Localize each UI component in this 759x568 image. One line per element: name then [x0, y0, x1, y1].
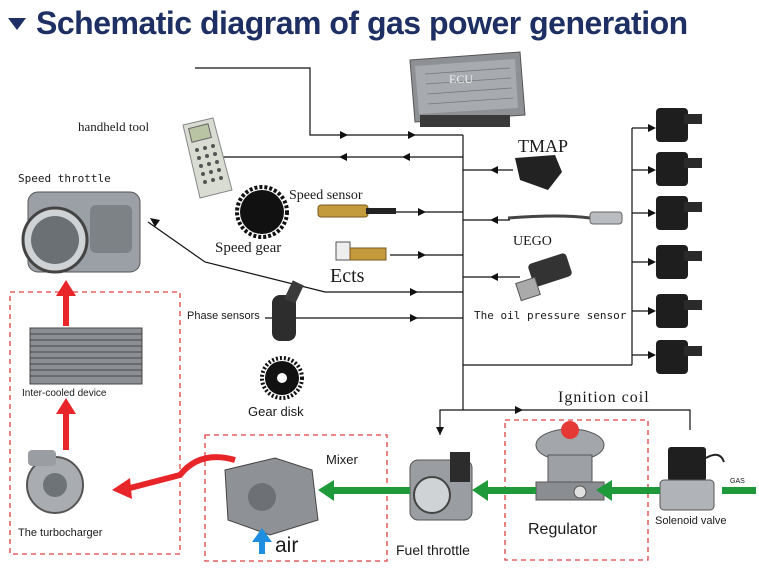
regulator-device [535, 421, 605, 501]
gas-to-regulator-shaft [612, 487, 660, 494]
air-flow-arrows [56, 280, 236, 499]
handheld-tool-device [182, 117, 233, 199]
diagram-title: Schematic diagram of gas power generatio… [8, 2, 759, 44]
solenoid-valve-label: Solenoid valve [655, 515, 727, 527]
turbocharger-device [26, 450, 84, 514]
ecu-unit [409, 51, 526, 127]
handheld-tool-label: handheld tool [78, 119, 150, 134]
gas-to-mixer-shaft [334, 487, 410, 494]
oil-pressure-sensor-device [515, 253, 572, 302]
gas-to-mixer-head [318, 480, 334, 501]
ignition-coil-5 [656, 294, 702, 328]
gas-to-regulator-head [596, 480, 612, 501]
ects-sensor-device [335, 241, 387, 261]
ignition-coils [656, 108, 702, 374]
intercooler-to-throttle-head [56, 280, 76, 296]
solenoid-valve-device [659, 447, 725, 511]
title-triangle-icon [8, 18, 26, 30]
turbo-to-intercooler-shaft [63, 412, 69, 450]
gas-to-fuel-throttle-head [472, 480, 488, 501]
air-label: air [275, 534, 299, 557]
speed-sensor-device [317, 204, 396, 218]
gear-disk-label: Gear disk [248, 404, 304, 419]
turbocharger-label: The turbocharger [18, 527, 103, 539]
tmap-sensor-device [515, 155, 562, 190]
gas-label: GAS [730, 478, 745, 485]
ignition-coil-label: Ignition coil [558, 389, 650, 406]
turbo-to-intercooler-head [56, 398, 76, 414]
ignition-coil-6 [656, 340, 702, 374]
uego-label: UEGO [513, 234, 552, 249]
mixer-to-turbo-head [112, 478, 132, 499]
fuel-throttle-label: Fuel throttle [396, 542, 470, 558]
gas-inlet-shaft [722, 487, 756, 494]
ignition-coil-3 [656, 196, 702, 230]
title-text: Schematic diagram of gas power generatio… [36, 4, 688, 41]
intercooler-to-throttle-shaft [63, 294, 69, 326]
gas-flow-arrows [318, 480, 756, 501]
speed-gear-label: Speed gear [215, 240, 282, 256]
phase-sensors-label: Phase sensors [187, 310, 260, 322]
ects-label: Ects [330, 265, 365, 287]
uego-sensor-device [507, 211, 623, 225]
wire-arrows [150, 124, 656, 435]
gas-to-fuel-throttle-shaft [488, 487, 536, 494]
tmap-label: TMAP [518, 136, 569, 156]
ignition-coil-2 [656, 152, 702, 186]
oil-pressure-sensor-label: The oil pressure sensor [474, 309, 627, 322]
mixer-to-turbo-flow [129, 454, 236, 491]
left-dashed-box [9, 291, 181, 555]
phase-sensor-device [272, 280, 304, 341]
inter-cooled-device [29, 327, 143, 385]
ecu-label: ECU [449, 72, 473, 86]
speed-throttle-label: Speed throttle [18, 172, 111, 185]
ignition-coil-1 [656, 108, 702, 142]
mixer-label: Mixer [326, 452, 358, 467]
mixer-device [224, 457, 319, 536]
air-intake-arrow [252, 528, 272, 554]
gear-disk-device [260, 356, 304, 400]
speed-throttle-device [21, 191, 141, 274]
inter-cooled-device-label: Inter-cooled device [22, 388, 107, 399]
speed-gear-device [235, 185, 289, 239]
fuel-throttle-device [409, 452, 473, 521]
regulator-label: Regulator [528, 521, 598, 538]
mixer-dashed-box [204, 434, 388, 562]
speed-sensor-label: Speed sensor [289, 188, 363, 203]
ignition-coil-4 [656, 245, 702, 279]
